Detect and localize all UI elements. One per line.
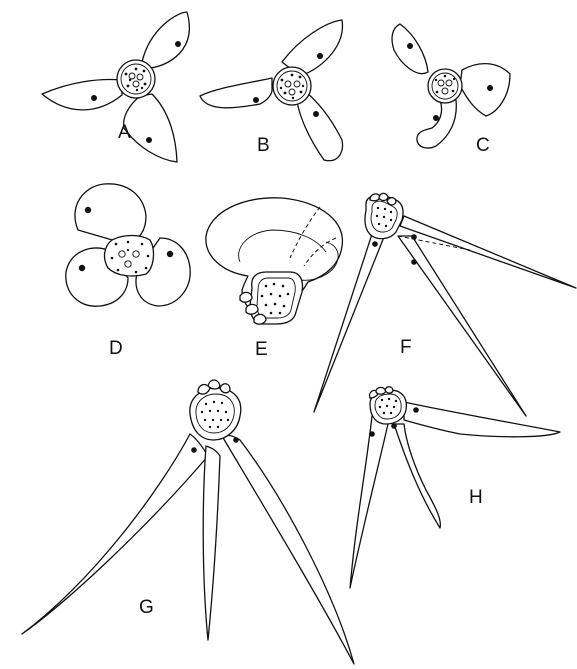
panel-a-spot [146,137,152,143]
panel-h-bud [376,387,386,394]
panel-c-spot [407,43,413,49]
panel-f-bud [387,198,396,205]
panel-g-spot [191,447,197,453]
panel-b-spot [253,97,259,103]
panel-a-petal-top [142,12,189,68]
panel-d-spot [85,207,91,213]
panel-a: A [42,12,189,162]
panel-e-bud [240,292,252,302]
panel-g-bud [208,380,220,389]
panel-c-petal-bottom [417,100,456,148]
panel-a-spot [91,95,97,101]
panel-c-petal-right [460,64,510,116]
panel-g-label: G [139,597,154,618]
panel-f-spine-long [400,216,576,288]
panel-a-petal-bottom [124,94,177,162]
panel-e-bud [246,304,258,314]
panel-b-label: B [257,135,270,156]
panel-c-spot [433,115,439,121]
panel-g: G [22,380,354,664]
panel-d-lobe-top [75,184,146,244]
panel-c-spot [487,85,493,91]
panel-h-spine-long [404,402,560,437]
panel-h: H [350,387,560,588]
panel-h-spine-middle [394,424,440,528]
panel-g-spot [233,437,239,443]
panel-a-label: A [118,122,131,143]
panel-d-spot [79,265,85,271]
panel-a-petal-left [42,80,122,110]
panel-h-spot [369,431,375,437]
panel-f: F [314,193,576,416]
panel-b-petal-bottom [296,92,342,161]
panel-a-spot [175,41,181,47]
panel-f-spot [411,259,417,265]
panel-c: C [392,24,510,156]
panel-c-label: C [476,135,490,156]
panel-b-petal-left [200,78,272,108]
panel-d-label: D [109,338,123,359]
panel-b-center-outer [273,67,311,105]
panel-h-label: H [469,487,483,508]
panel-e-label: E [255,339,268,360]
panel-f-bud [379,193,388,200]
panel-b-spot [317,53,323,59]
panel-b: B [200,20,342,161]
panel-d: D [66,184,190,359]
panel-b-spot [313,111,319,117]
panel-e: E [206,198,343,360]
panel-f-spot [411,234,417,240]
panel-h-spot [391,423,397,429]
panel-h-spine-left [350,416,388,588]
panel-a-center-outer [117,60,155,98]
panel-d-spot [167,251,173,257]
panel-h-spot [413,407,419,413]
panel-g-spine-middle [203,446,220,640]
panel-g-spine-left [22,434,208,634]
panel-f-spot [372,241,378,247]
panel-h-bud [385,387,393,393]
panel-g-capsule [190,388,241,440]
panel-f-label: F [400,337,412,358]
panel-g-spine-right [222,435,354,664]
panel-c-center-outer [428,69,462,103]
panel-e-bud [254,314,266,324]
panel-g-bud [220,384,230,393]
